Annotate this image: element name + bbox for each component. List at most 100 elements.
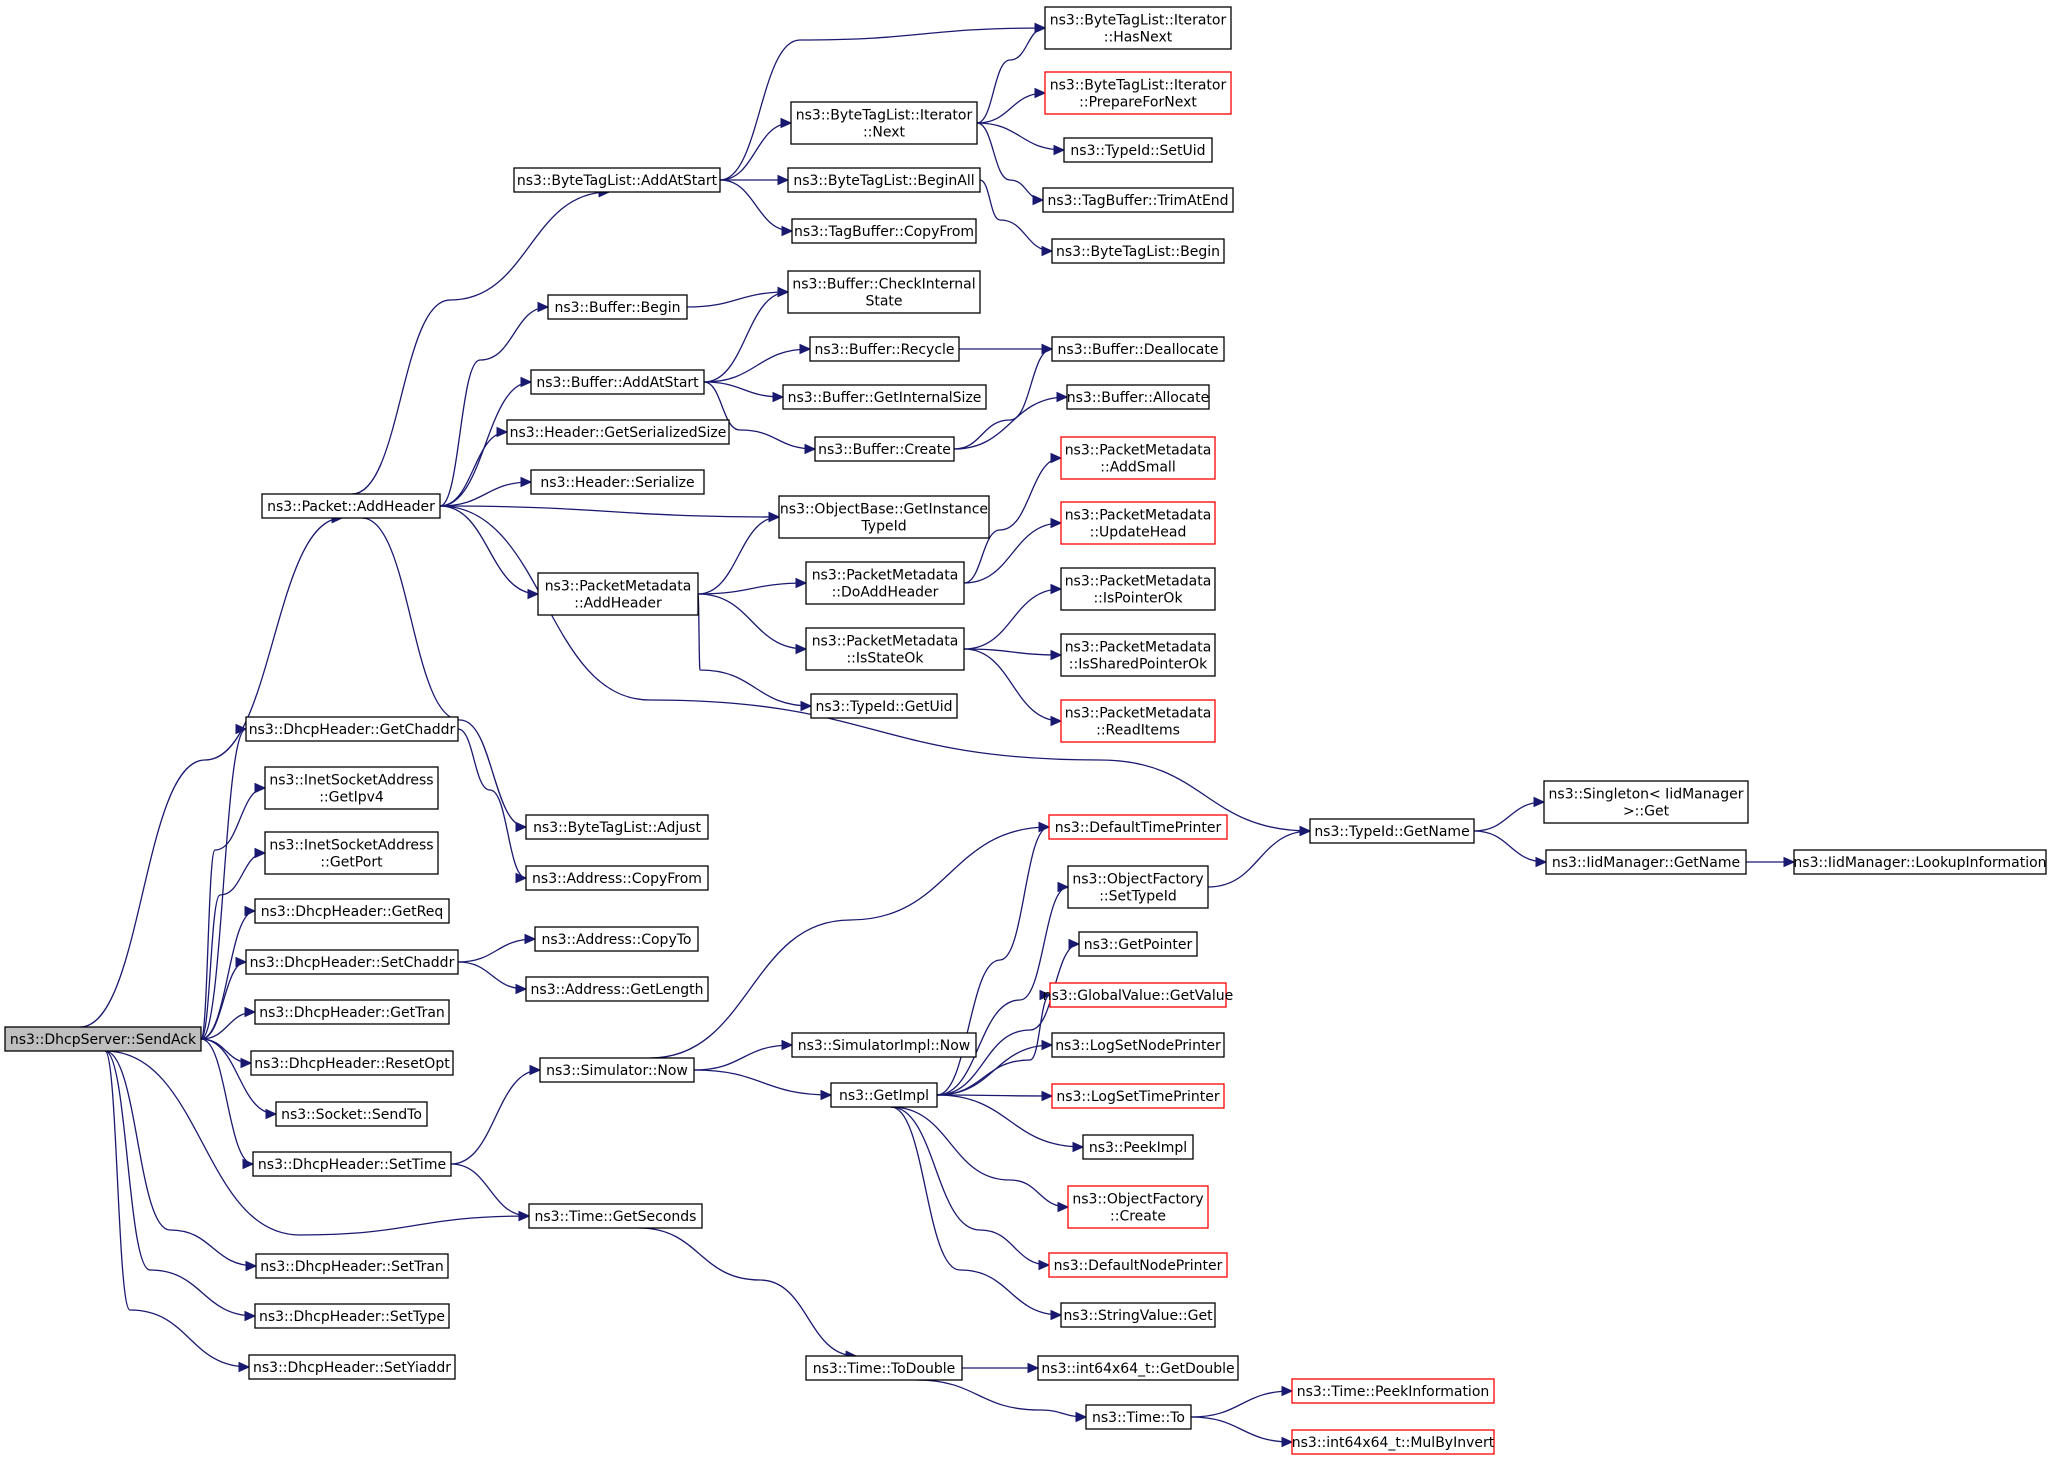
edge-line xyxy=(439,306,549,507)
node-logsetnodeprinter[interactable]: ns3::LogSetNodePrinter xyxy=(1051,1032,1225,1058)
node-getimpl[interactable]: ns3::GetImpl xyxy=(830,1082,938,1108)
node-of-create[interactable]: ns3::ObjectFactory::Create xyxy=(1067,1185,1209,1229)
node-addr-copyto[interactable]: ns3::Address::CopyTo xyxy=(534,926,699,952)
node-simimpl-now[interactable]: ns3::SimulatorImpl::Now xyxy=(791,1032,977,1058)
node-label: ns3::DhcpHeader::GetTran xyxy=(259,1005,445,1021)
edge-time-todouble-to-time-to xyxy=(915,1379,1088,1423)
node-buf-recycle[interactable]: ns3::Buffer::Recycle xyxy=(809,336,960,362)
node-hdr-getsersize[interactable]: ns3::Header::GetSerializedSize xyxy=(506,419,730,445)
node-dh-getreq[interactable]: ns3::DhcpHeader::GetReq xyxy=(254,898,450,924)
node-sendack[interactable]: ns3::DhcpServer::SendAck xyxy=(4,1026,202,1052)
edge-line xyxy=(200,787,266,1040)
node-logsettimeprinter[interactable]: ns3::LogSetTimePrinter xyxy=(1051,1083,1225,1109)
node-buf-allocate[interactable]: ns3::Buffer::Allocate xyxy=(1066,384,1210,410)
node-dh-gettran[interactable]: ns3::DhcpHeader::GetTran xyxy=(254,999,450,1025)
node-pm-isstateok[interactable]: ns3::PacketMetadata::IsStateOk xyxy=(805,627,965,671)
node-time-peekinfo[interactable]: ns3::Time::PeekInformation xyxy=(1291,1378,1495,1404)
node-time-todouble[interactable]: ns3::Time::ToDouble xyxy=(805,1355,963,1381)
node-isa-getport[interactable]: ns3::InetSocketAddress::GetPort xyxy=(264,831,439,875)
node-of-settypeid[interactable]: ns3::ObjectFactory::SetTypeId xyxy=(1067,865,1209,909)
node-btl-addatstart[interactable]: ns3::ByteTagList::AddAtStart xyxy=(513,167,721,193)
edge-getimpl-to-of-create xyxy=(890,1106,1070,1213)
edge-pm-doaddheader-to-pm-addsmall xyxy=(963,452,1063,584)
node-label: ns3::Address::GetLength xyxy=(531,982,704,998)
node-i64-getdouble[interactable]: ns3::int64x64_t::GetDouble xyxy=(1037,1355,1239,1381)
node-tb-copyfrom[interactable]: ns3::TagBuffer::CopyFrom xyxy=(791,218,977,244)
node-sv-get[interactable]: ns3::StringValue::Get xyxy=(1060,1302,1216,1328)
node-box xyxy=(528,1203,703,1229)
node-dh-getchaddr[interactable]: ns3::DhcpHeader::GetChaddr xyxy=(245,716,459,742)
node-addr-copyfrom[interactable]: ns3::Address::CopyFrom xyxy=(525,865,709,891)
node-defaultnodeprinter[interactable]: ns3::DefaultNodePrinter xyxy=(1048,1252,1228,1278)
edge-sendack-to-dh-settran xyxy=(104,1050,258,1272)
node-getpointer[interactable]: ns3::GetPointer xyxy=(1078,931,1198,957)
edge-arrowhead xyxy=(242,1158,255,1170)
node-pm-addsmall[interactable]: ns3::PacketMetadata::AddSmall xyxy=(1060,436,1216,480)
call-graph-edges xyxy=(79,22,1796,1448)
node-btl-adjust[interactable]: ns3::ByteTagList::Adjust xyxy=(525,814,709,840)
edge-arrowhead xyxy=(1034,22,1047,34)
node-label: ns3::Time::ToDouble xyxy=(813,1361,956,1377)
edge-arrowhead xyxy=(515,872,528,884)
node-hdr-serialize[interactable]: ns3::Header::Serialize xyxy=(530,469,705,495)
edge-line xyxy=(686,291,789,308)
node-tb-trimatend[interactable]: ns3::TagBuffer::TrimAtEnd xyxy=(1042,187,1234,213)
edge-line xyxy=(976,122,1044,201)
node-dh-settype[interactable]: ns3::DhcpHeader::SetType xyxy=(254,1303,450,1329)
node-isa-getipv4[interactable]: ns3::InetSocketAddress::GetIpv4 xyxy=(264,766,439,810)
node-pm-issharedpointerok[interactable]: ns3::PacketMetadata::IsSharedPointerOk xyxy=(1060,633,1216,677)
node-label: ns3::GlobalValue::GetValue xyxy=(1043,988,1233,1004)
node-addr-getlength[interactable]: ns3::Address::GetLength xyxy=(525,976,709,1002)
node-dh-settran[interactable]: ns3::DhcpHeader::SetTran xyxy=(255,1253,449,1279)
node-time-to[interactable]: ns3::Time::To xyxy=(1085,1404,1192,1430)
node-sim-now[interactable]: ns3::Simulator::Now xyxy=(539,1057,695,1083)
node-buf-addatstart[interactable]: ns3::Buffer::AddAtStart xyxy=(530,369,705,395)
edge-line xyxy=(439,505,539,595)
node-buf-getinternalsize[interactable]: ns3::Buffer::GetInternalSize xyxy=(782,384,987,410)
node-btl-beginall[interactable]: ns3::ByteTagList::BeginAll xyxy=(787,167,981,193)
node-btl-begin[interactable]: ns3::ByteTagList::Begin xyxy=(1051,238,1225,264)
node-peekimpl[interactable]: ns3::PeekImpl xyxy=(1082,1134,1194,1160)
node-iid-getname[interactable]: ns3::IidManager::GetName xyxy=(1545,849,1747,875)
node-pm-updatehead[interactable]: ns3::PacketMetadata::UpdateHead xyxy=(1060,501,1216,545)
node-dh-settime[interactable]: ns3::DhcpHeader::SetTime xyxy=(252,1151,452,1177)
node-i64-mulbyinvert[interactable]: ns3::int64x64_t::MulByInvert xyxy=(1291,1429,1495,1455)
edge-arrowhead xyxy=(1041,1090,1054,1102)
node-dh-setyiaddr[interactable]: ns3::DhcpHeader::SetYiaddr xyxy=(248,1354,456,1380)
node-typeid-getuid[interactable]: ns3::TypeId::GetUid xyxy=(810,693,958,719)
node-typeid-getname[interactable]: ns3::TypeId::GetName xyxy=(1309,818,1475,844)
node-buf-begin[interactable]: ns3::Buffer::Begin xyxy=(547,294,688,320)
node-iid-lookupinfo[interactable]: ns3::IidManager::LookupInformation xyxy=(1793,849,2047,875)
node-buf-create[interactable]: ns3::Buffer::Create xyxy=(814,436,955,462)
edge-arrowhead xyxy=(245,1260,258,1272)
node-btli-next[interactable]: ns3::ByteTagList::Iterator::Next xyxy=(790,101,978,145)
node-dh-resetopt[interactable]: ns3::DhcpHeader::ResetOpt xyxy=(250,1050,454,1076)
node-typeid-setuid[interactable]: ns3::TypeId::SetUid xyxy=(1063,137,1213,163)
node-pm-doaddheader[interactable]: ns3::PacketMetadata::DoAddHeader xyxy=(805,561,965,605)
node-pm-ispointerok[interactable]: ns3::PacketMetadata::IsPointerOk xyxy=(1060,567,1216,611)
node-btli-hasnext[interactable]: ns3::ByteTagList::Iterator::HasNext xyxy=(1044,6,1232,50)
node-defaulttimeprinter[interactable]: ns3::DefaultTimePrinter xyxy=(1048,814,1228,840)
node-gv-getvalue[interactable]: ns3::GlobalValue::GetValue xyxy=(1043,982,1233,1008)
node-pm-readitems[interactable]: ns3::PacketMetadata::ReadItems xyxy=(1060,699,1216,743)
edge-pm-addheader-to-ob-getinstancetypeid xyxy=(697,511,781,595)
node-box xyxy=(254,898,450,924)
edge-line xyxy=(104,1050,256,1317)
node-pm-addheader[interactable]: ns3::PacketMetadata::AddHeader xyxy=(537,572,699,616)
node-singleton-get[interactable]: ns3::Singleton< IidManager >::Get xyxy=(1543,780,1749,824)
node-dh-setchaddr[interactable]: ns3::DhcpHeader::SetChaddr xyxy=(245,949,459,975)
edge-arrowhead xyxy=(520,376,533,388)
node-btli-preparefornext[interactable]: ns3::ByteTagList::Iterator::PrepareForNe… xyxy=(1044,71,1232,115)
node-label: ns3::IidManager::GetName xyxy=(1552,855,1740,871)
node-label: ::Next xyxy=(863,125,906,141)
node-time-getseconds[interactable]: ns3::Time::GetSeconds xyxy=(528,1203,703,1229)
node-buf-deallocate[interactable]: ns3::Buffer::Deallocate xyxy=(1051,336,1225,362)
edge-arrowhead xyxy=(1535,856,1548,868)
node-box xyxy=(1048,1252,1228,1278)
node-p-addheader[interactable]: ns3::Packet::AddHeader xyxy=(261,493,441,519)
node-label: ns3::Buffer::CheckInternal xyxy=(792,277,975,293)
node-sock-sendto[interactable]: ns3::Socket::SendTo xyxy=(275,1101,428,1127)
